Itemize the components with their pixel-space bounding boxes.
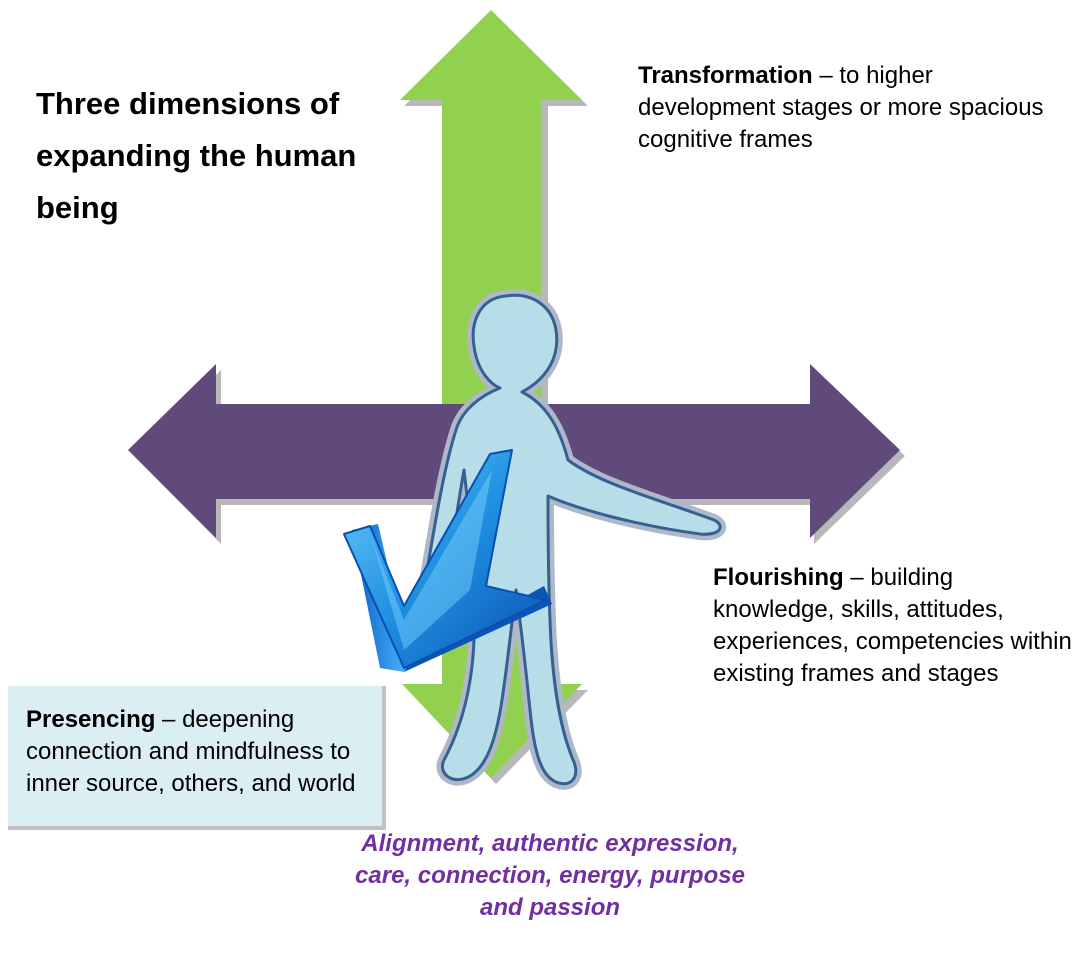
- flourishing-description: – building knowledge, skills, attitudes,…: [713, 564, 1072, 687]
- presencing-label: Presencing – deepening connection and mi…: [26, 704, 376, 800]
- diagram-title: Three dimensions of expanding the human …: [36, 86, 357, 225]
- presencing-description: – deepening connection and mindfulness t…: [26, 706, 356, 797]
- presencing-term: Presencing: [26, 706, 156, 733]
- flourishing-label: Flourishing – building knowledge, skills…: [713, 562, 1073, 690]
- flourishing-term: Flourishing: [713, 564, 844, 591]
- qualities-text: Alignment, authentic expression, care, c…: [355, 830, 745, 921]
- transformation-description: – to higher development stages or more s…: [638, 62, 1044, 153]
- check-mark-icon: [343, 449, 552, 672]
- transformation-label: Transformation – to higher development s…: [638, 60, 1048, 156]
- presencing-box: [8, 686, 386, 830]
- transformation-term: Transformation: [638, 62, 813, 89]
